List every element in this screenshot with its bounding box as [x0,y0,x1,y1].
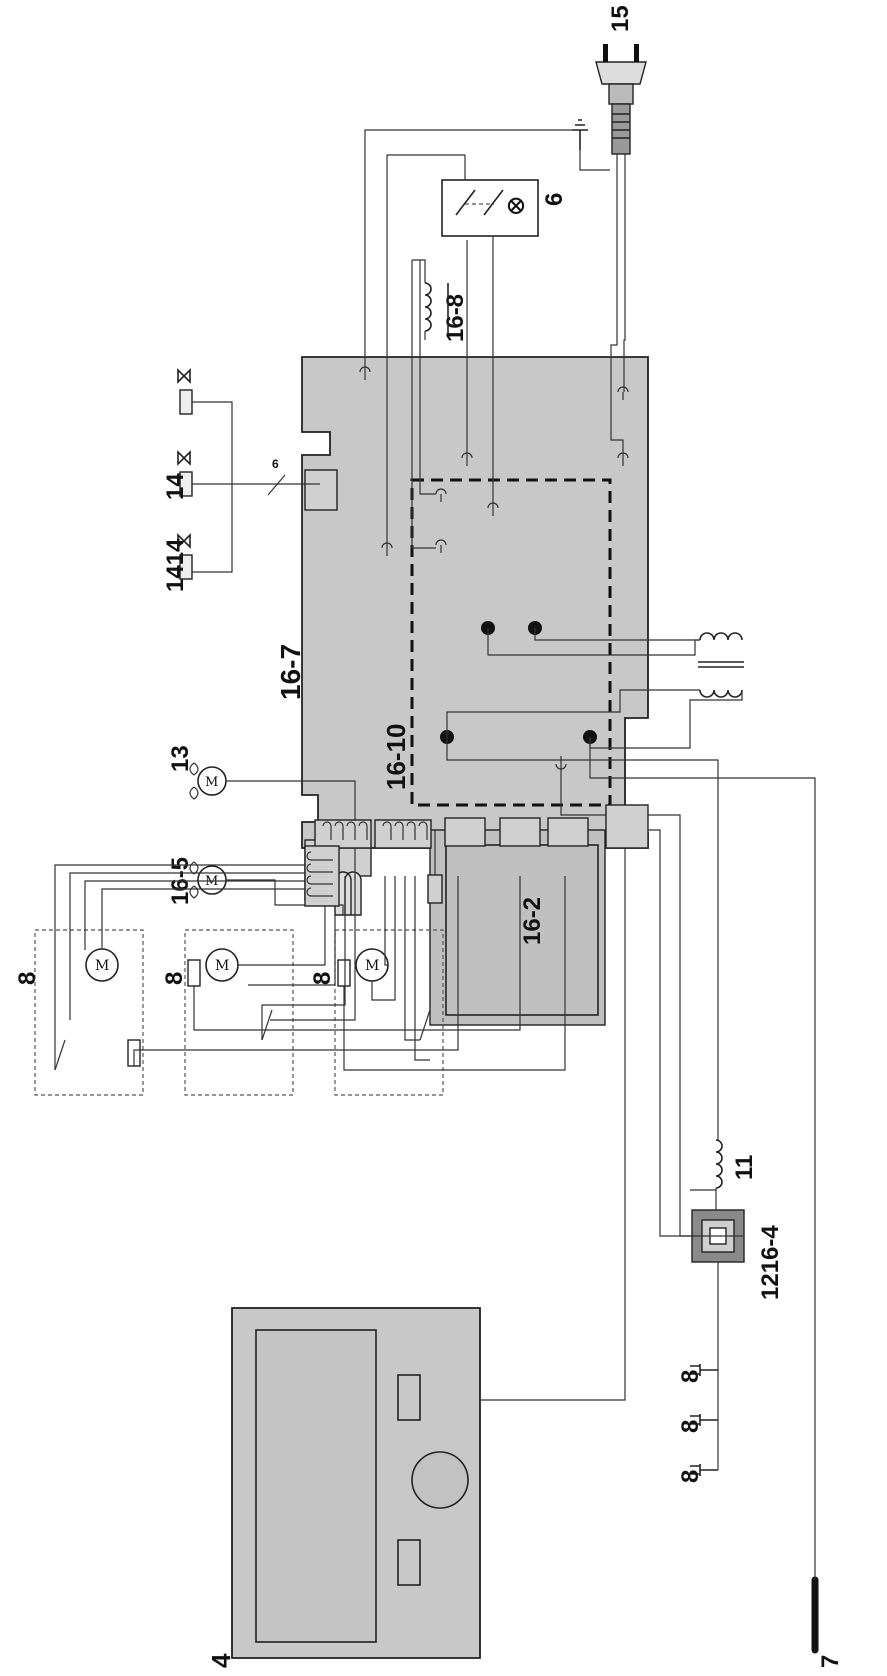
motor-unit-2: M [184,929,294,1096]
main-board [301,356,649,849]
plug-label: 15 [607,5,634,32]
control-panel-knob [411,1451,469,1509]
probe-label: 7 [817,1655,844,1668]
lamp-switch-label: 6 [541,193,568,206]
relay-block [547,817,589,847]
relay-block [444,817,486,847]
lamp-icon: ⊗ [505,191,527,221]
svg-text:M: M [205,775,218,790]
valve-a-label: 14 [162,473,189,500]
sensor-icons [690,1364,718,1476]
svg-text:M: M [215,958,229,974]
control-panel-button-2 [397,1539,421,1586]
switch-contact [455,189,504,216]
board-corner-block [605,804,649,849]
motor-3-label: 8 [309,972,336,985]
inductor-11-icon [715,1139,723,1189]
fan-13: M [189,762,227,800]
wiring [54,129,816,1580]
valve-b-label: 1414 [162,538,189,592]
sub-board-label: 16-2 [519,897,546,945]
control-panel-display [255,1329,377,1643]
dashed-module-label: 16-10 [381,724,411,791]
sensor-1-label: 8 [677,1370,704,1383]
terminal-block-left [314,819,372,849]
fan-16-5: M [189,861,227,899]
main-board-label: 16-7 [275,644,306,700]
coil-16-8-icon [424,282,432,332]
mains-plug [595,44,647,155]
relay-block [499,817,541,847]
terminal-block-top [304,845,340,907]
sub-board-tab [427,874,443,904]
dashed-module [410,478,612,807]
sub-board [429,829,606,1026]
bus-count-label: 6 [272,457,279,471]
valve-connector [304,469,338,511]
motor-2-label: 8 [161,972,188,985]
sensor-2-label: 8 [677,1420,704,1433]
motor-unit-1: M [34,929,144,1096]
control-panel-button-1 [397,1374,421,1421]
coil-top-label: 16-8 [442,294,469,342]
svg-text:M: M [365,958,379,974]
control-panel-label: 4 [206,1653,236,1668]
valve-icons [177,368,193,580]
svg-text:M: M [95,958,109,974]
fan-a-label: 13 [167,745,194,772]
ground-icon [572,119,588,150]
sensor-3-label: 8 [677,1470,704,1483]
transformer-icon [698,632,744,698]
motor-1-label: 8 [14,972,41,985]
lamp-switch-box [441,179,539,237]
filter-label: 1216-4 [757,1225,784,1300]
inductor-label: 11 [731,1155,758,1180]
terminal-block-right [374,819,432,849]
